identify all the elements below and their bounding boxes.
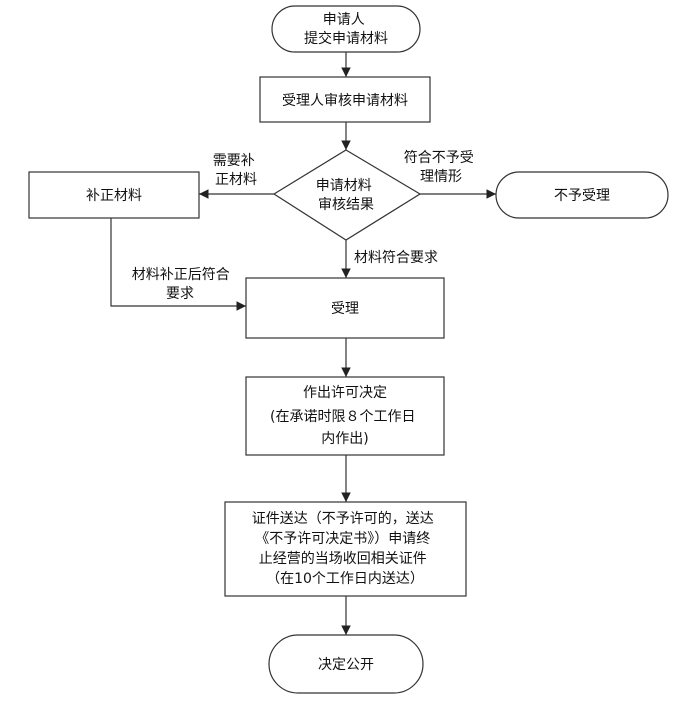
qualified-line-1: 材料符合要求 (354, 250, 438, 266)
accept-box (245, 277, 445, 339)
needs-supplement-line-1: 需要补 (213, 153, 255, 169)
review-box (259, 76, 431, 123)
start-terminal (271, 5, 421, 53)
needs-supplement-line-2: 正材料 (215, 172, 257, 188)
permit-label-line-2: (在承诺时限８个工作日 (270, 409, 415, 425)
permit-box (245, 376, 445, 456)
accept-label-line-1: 受理 (331, 301, 359, 317)
decision-label-line-1: 申请材料 (316, 178, 372, 194)
reject-label-line-1: 不予受理 (554, 188, 610, 204)
publish-terminal (268, 634, 424, 694)
after-supplement-line-2: 要求 (166, 286, 194, 302)
review-label-line-1: 受理人审核申请材料 (282, 93, 408, 109)
delivery-label-line-3: 止经营的当场收回相关证件 (259, 551, 427, 567)
decision-diamond (272, 149, 422, 241)
edge-supplement-to-accept (110, 218, 246, 311)
decision-label-line-2: 审核结果 (318, 197, 374, 213)
node-labels: 申请人 提交申请材料 受理人审核申请材料 申请材料 审核结果 补正材料 不予受理… (86, 12, 610, 673)
needs-supplement-label: 需要补 正材料 (213, 153, 259, 188)
accept-label: 受理 (331, 301, 359, 317)
reject-label: 不予受理 (554, 188, 610, 204)
publish-label: 决定公开 (318, 657, 374, 673)
not-qualified-line-1: 符合不予受 (404, 150, 474, 166)
nodes (28, 5, 669, 694)
start-label-line-1: 申请人 (323, 12, 365, 28)
not-qualified-line-2: 理情形 (420, 169, 462, 185)
start-label: 申请人 提交申请材料 (304, 12, 388, 47)
after-supplement-label: 材料补正后符合 要求 (132, 267, 234, 302)
permit-label: 作出许可决定 (303, 385, 387, 401)
permit-label-line-3: 内作出) (321, 431, 368, 447)
supplement-box (28, 171, 200, 219)
supplement-label: 补正材料 (86, 188, 142, 204)
edge-labels: 需要补 正材料 符合不予受 理情形 材料符合要求 材料补正后符合 要求 (132, 150, 478, 302)
supplement-label-line-1: 补正材料 (86, 188, 142, 204)
decision-label: 申请材料 审核结果 (316, 178, 376, 213)
not-qualified-label: 符合不予受 理情形 (404, 150, 478, 185)
after-supplement-line-1: 材料补正后符合 (132, 267, 230, 283)
edges (110, 52, 496, 635)
start-label-line-2: 提交申请材料 (304, 30, 388, 47)
reject-terminal (495, 171, 669, 219)
qualified-label: 材料符合要求 (354, 250, 438, 266)
review-label: 受理人审核申请材料 (282, 93, 408, 109)
delivery-label-line-2: 《不予许可决定书》）申请终 (255, 531, 430, 547)
permit-label-detail: (在承诺时限８个工作日 内作出) (270, 409, 420, 447)
delivery-label-line-4: （在10个工作日内送达） (266, 571, 424, 587)
delivery-box (224, 501, 467, 597)
permit-label-line-1: 作出许可决定 (303, 385, 387, 401)
publish-label-line-1: 决定公开 (318, 657, 374, 673)
delivery-label-line-1: 证件送达（不予许可的，送达 (252, 511, 434, 527)
delivery-label: 证件送达（不予许可的，送达 《不予许可决定书》）申请终 止经营的当场收回相关证件… (252, 511, 438, 587)
